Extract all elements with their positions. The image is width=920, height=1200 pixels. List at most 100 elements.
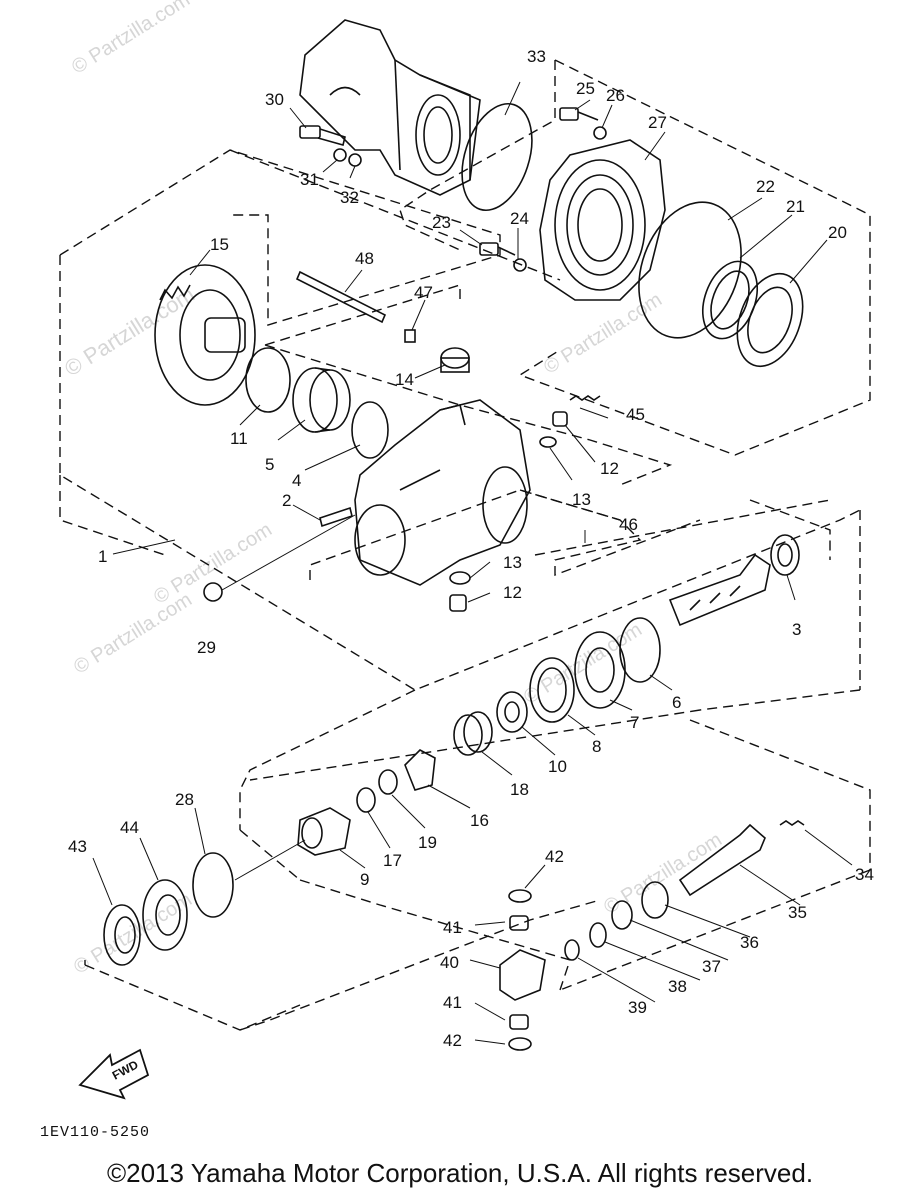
washer-26 <box>593 126 607 140</box>
callout-32: 32 <box>340 188 359 207</box>
callout-2: 2 <box>282 491 291 510</box>
bearing-36 <box>641 881 669 919</box>
callout-15: 15 <box>210 235 229 254</box>
callout-14: 14 <box>395 370 414 389</box>
callout-36: 36 <box>740 933 759 952</box>
callout-18: 18 <box>510 780 529 799</box>
copyright-notice: ©2013 Yamaha Motor Corporation, U.S.A. A… <box>106 1158 814 1188</box>
plug-12 <box>552 411 568 427</box>
bearing-7 <box>574 631 626 709</box>
bearing-41 <box>509 1014 529 1030</box>
callout-19: 19 <box>418 833 437 852</box>
callout-45: 45 <box>626 405 645 424</box>
washer-39 <box>564 939 580 961</box>
callout-46: 46 <box>619 515 638 534</box>
coupling-9 <box>297 807 351 856</box>
pin-47 <box>404 329 416 343</box>
callout-17: 17 <box>383 851 402 870</box>
callout-42b: 42 <box>443 1031 462 1050</box>
callout-23: 23 <box>432 213 451 232</box>
callout-43: 43 <box>68 837 87 856</box>
callout-12: 12 <box>600 459 619 478</box>
shaft-35 <box>678 823 766 897</box>
gasket-33 <box>461 102 533 212</box>
spring-34 <box>779 820 805 826</box>
washer-17 <box>356 787 376 813</box>
callout-11: 11 <box>230 429 248 448</box>
bearing-3 <box>770 534 800 576</box>
callout-35: 35 <box>788 903 807 922</box>
rear-housing <box>299 19 481 196</box>
callout-13: 13 <box>572 490 591 509</box>
callout-26: 26 <box>606 86 625 105</box>
callout-42: 42 <box>545 847 564 866</box>
callout-10: 10 <box>548 757 567 776</box>
o-ring-22 <box>638 201 742 339</box>
callout-16: 16 <box>470 811 489 830</box>
bolt-25 <box>559 107 599 121</box>
oil-seal-4 <box>351 401 389 459</box>
callout-41: 41 <box>443 918 462 937</box>
washer-37 <box>611 900 633 930</box>
callout-44: 44 <box>120 818 139 837</box>
callout-40: 40 <box>440 953 459 972</box>
collar-10 <box>496 691 528 733</box>
callout-3: 3 <box>792 620 801 639</box>
callout-12b: 12 <box>503 583 522 602</box>
leader-lines <box>92 81 853 1045</box>
callout-7: 7 <box>630 713 639 732</box>
diagram-reference-code: 1EV110-5250 <box>40 1124 151 1141</box>
bearing-44 <box>142 879 188 951</box>
spring-18 <box>453 711 493 756</box>
bolt-23 <box>479 242 516 256</box>
gear-case-cover-27 <box>539 139 666 301</box>
callout-6: 6 <box>672 693 681 712</box>
group-outline <box>59 59 871 1031</box>
shim-11 <box>245 347 291 413</box>
callout-30: 30 <box>265 90 284 109</box>
clip-42 <box>508 889 532 903</box>
cam-16 <box>404 749 436 791</box>
pin-48 <box>295 270 387 324</box>
callout-4: 4 <box>292 471 301 490</box>
callout-24: 24 <box>510 209 529 228</box>
callout-21: 21 <box>786 197 805 216</box>
callout-28: 28 <box>175 790 194 809</box>
callout-1: 1 <box>98 547 107 566</box>
callout-20: 20 <box>828 223 847 242</box>
differential-case <box>354 399 531 586</box>
callout-37: 37 <box>702 957 721 976</box>
gasket-13 <box>539 436 557 448</box>
callout-33: 33 <box>527 47 546 66</box>
callout-27: 27 <box>648 113 667 132</box>
callout-25: 25 <box>576 79 595 98</box>
stud-bolt-2 <box>319 506 353 528</box>
oil-seal-43 <box>103 904 141 966</box>
breather-14 <box>440 347 470 373</box>
callout-39: 39 <box>628 998 647 1017</box>
callout-34: 34 <box>855 865 874 884</box>
nut-29 <box>203 582 223 602</box>
spring-45 <box>569 395 601 401</box>
washer-31 <box>333 148 347 162</box>
callout-31: 31 <box>300 170 319 189</box>
callout-22: 22 <box>756 177 775 196</box>
bolt-30 <box>299 125 346 146</box>
callout-48: 48 <box>355 249 374 268</box>
callout-8: 8 <box>592 737 601 756</box>
callout-29: 29 <box>197 638 216 657</box>
washer-24 <box>513 258 527 272</box>
fwd-arrow-icon: FWD <box>78 1048 150 1100</box>
callout-38: 38 <box>668 977 687 996</box>
callout-5: 5 <box>265 455 274 474</box>
o-ring-28 <box>192 852 234 918</box>
bearing-41 <box>509 915 529 931</box>
washer-32 <box>348 153 362 167</box>
bearing-5 <box>292 367 351 433</box>
washer-19 <box>378 769 398 795</box>
plug-12 <box>449 594 467 612</box>
clip-42 <box>508 1037 532 1051</box>
shim-6 <box>619 617 661 683</box>
callout-47: 47 <box>414 283 433 302</box>
